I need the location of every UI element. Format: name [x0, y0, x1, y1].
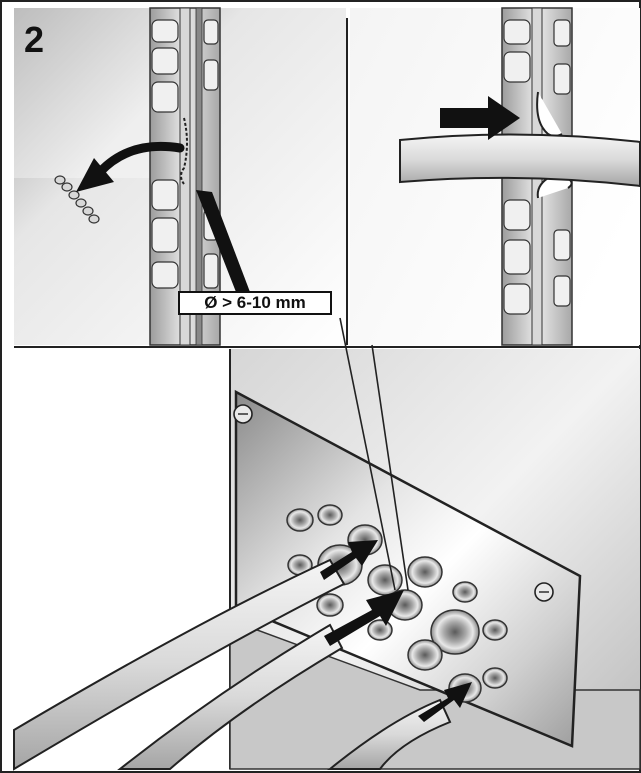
top-right-panel: [346, 7, 641, 346]
bottom-panel: [13, 317, 641, 771]
diameter-label: Ø > 6-10 mm: [178, 291, 332, 315]
top-left-panel: [14, 7, 346, 346]
step-number: 2: [24, 19, 45, 60]
